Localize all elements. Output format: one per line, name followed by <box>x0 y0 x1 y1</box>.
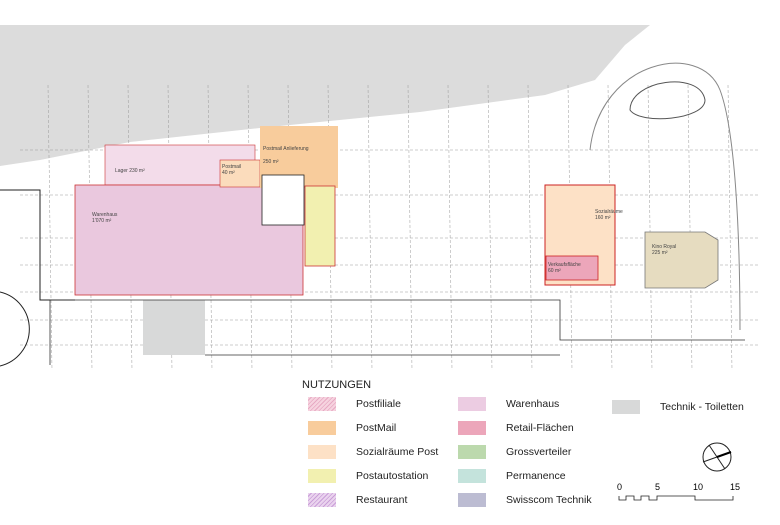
verkaufsflaeche-area <box>545 255 599 281</box>
grid-line <box>527 84 533 371</box>
grid-line <box>487 84 493 371</box>
roundabout <box>0 291 30 367</box>
legend-label: Postautostation <box>356 470 429 482</box>
postmail-area <box>219 159 261 188</box>
technik-block <box>143 300 205 355</box>
legend-swatch <box>308 493 336 507</box>
kino-royal-area <box>644 231 719 289</box>
legend-label: Swisscom Technik <box>506 494 592 506</box>
north-arrow-icon <box>702 442 732 472</box>
legend-label: Warenhaus <box>506 398 560 410</box>
room-label: Warenhaus <box>92 212 118 218</box>
legend-label: Retail-Flächen <box>506 422 574 434</box>
legend-label: Restaurant <box>356 494 408 506</box>
legend-item: Restaurant <box>308 493 407 507</box>
grid-line <box>447 84 453 371</box>
legend-swatch <box>308 397 336 411</box>
legend-swatch <box>458 397 486 411</box>
legend-label: Technik - Toiletten <box>660 401 744 413</box>
grid-line <box>687 84 693 371</box>
legend-label: Permanence <box>506 470 566 482</box>
scale-label: 10 <box>693 482 703 492</box>
legend-item: Warenhaus <box>458 397 559 411</box>
stair-core <box>261 174 305 226</box>
scale-label: 15 <box>730 482 740 492</box>
scale-label: 0 <box>617 482 622 492</box>
legend-swatch <box>458 445 486 459</box>
legend-swatch <box>308 469 336 483</box>
scale-bar: 0 5 10 15 <box>617 482 740 501</box>
legend-swatch <box>458 493 486 507</box>
lower-outline <box>49 299 745 365</box>
legend-swatch <box>458 421 486 435</box>
legend-swatch <box>612 400 640 414</box>
grid-line <box>367 84 373 371</box>
room-label: Sozialräume <box>595 209 623 215</box>
legend-swatch <box>458 469 486 483</box>
legend-title: NUTZUNGEN <box>302 379 372 391</box>
room-area: 225 m² <box>652 250 668 256</box>
legend-label: Grossverteiler <box>506 446 572 458</box>
room-area: 1'070 m² <box>92 218 112 224</box>
room-label: Lager 230 m² <box>115 168 145 174</box>
road-curve <box>589 62 741 331</box>
ramp-loop <box>629 81 706 120</box>
legend-item: Permanence <box>458 469 566 483</box>
legend-item: Swisscom Technik <box>458 493 592 507</box>
legend-label: Sozialräume Post <box>356 446 439 458</box>
grid-line <box>407 84 413 371</box>
legend-label: Postfiliale <box>356 398 401 410</box>
legend-swatch <box>308 421 336 435</box>
room-area: 40 m² <box>222 170 235 176</box>
legend-item: Postfiliale <box>308 397 401 411</box>
legend-item: PostMail <box>308 421 396 435</box>
legend-label: PostMail <box>356 422 397 434</box>
room-label: Kino Royal <box>652 244 676 250</box>
grid-line <box>647 84 653 371</box>
room-label: Verkaufsfläche <box>548 262 581 268</box>
room-label: Postmail Anlieferung <box>263 146 309 152</box>
room-area: 60 m² <box>548 268 561 274</box>
legend-swatch <box>308 445 336 459</box>
grid-line <box>47 84 53 371</box>
legend-item: Technik - Toiletten <box>612 400 744 414</box>
room-area: 250 m² <box>263 159 279 165</box>
floor-plan: Lager 230 m² Postmail 40 m² Postmail Anl… <box>0 25 760 371</box>
room-area: 160 m² <box>595 215 611 221</box>
legend-item: Retail-Flächen <box>458 421 574 435</box>
grid-line <box>727 84 733 371</box>
room-label: Postmail <box>222 164 241 170</box>
legend-item: Grossverteiler <box>458 445 571 459</box>
left-building-outline <box>0 189 75 301</box>
legend-item: Sozialräume Post <box>308 445 438 459</box>
scale-label: 5 <box>655 482 660 492</box>
legend-item: Postautostation <box>308 469 428 483</box>
postautostation-area <box>304 185 336 267</box>
lake-area <box>0 25 650 166</box>
